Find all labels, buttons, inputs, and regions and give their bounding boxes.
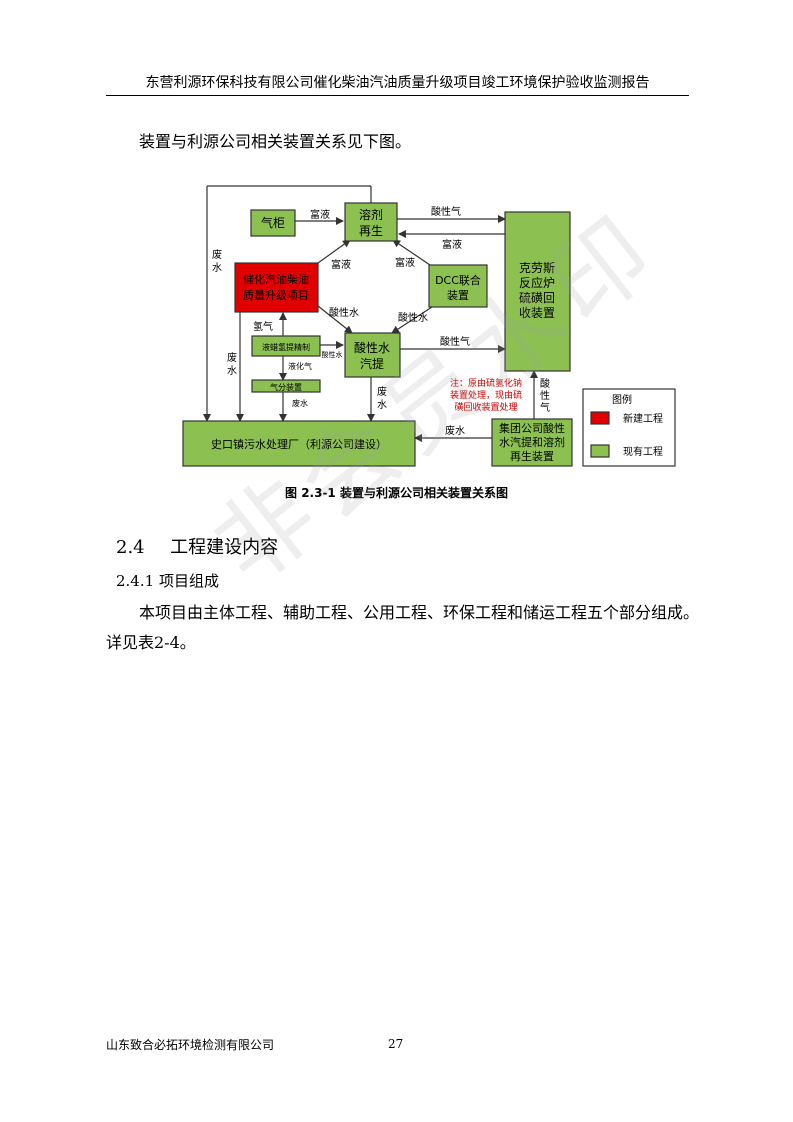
box-claus	[504, 211, 571, 372]
flow-acid-gas-mid: 酸性气	[440, 335, 470, 348]
flow-waste-water-outer-2: 水	[212, 262, 222, 274]
flow-waste-water-outer-1: 废	[212, 248, 222, 261]
page-number: 27	[388, 1037, 404, 1051]
new-project-label-2: 质量升级项目	[243, 289, 309, 302]
legend-swatch-existing	[590, 444, 610, 458]
group-unit-label-3: 再生装置	[510, 449, 554, 463]
flow-waste-water-group: 废水	[445, 424, 465, 437]
box-treatment-plant	[182, 420, 416, 467]
note-line-1: 注：原由硫氢化钠	[450, 377, 522, 389]
flow-sour-water-left: 酸性水	[329, 306, 359, 319]
solvent-regen-label-1: 溶剂	[359, 207, 383, 222]
box-sour-water	[344, 332, 401, 378]
flow-sour-water-right: 酸性水	[398, 311, 428, 324]
flow-waste-water-sour-2: 水	[377, 399, 387, 411]
legend-new-label: 新建工程	[623, 412, 663, 425]
group-unit-label-2: 水汽提和溶剂	[499, 435, 565, 449]
figure-caption: 图 2.3-1 装置与利源公司相关装置关系图	[285, 486, 508, 500]
box-solvent-regen	[344, 202, 398, 242]
claus-label-2: 反应炉	[519, 275, 555, 290]
gas-holder-label: 气柜	[261, 215, 285, 230]
page-header-title: 东营利源环保科技有限公司催化柴油汽油质量升级项目竣工环境保护验收监测报告	[145, 75, 650, 91]
intro-paragraph: 装置与利源公司相关装置关系见下图。	[139, 132, 412, 151]
body-line-2: 详见表2-4。	[106, 633, 196, 652]
hydrofine-label: 液蜡氢提精制	[262, 342, 310, 352]
flow-waste-water-new-1: 废	[227, 351, 237, 364]
body-line-1: 本项目由主体工程、辅助工程、公用工程、环保工程和储运工程五个部分组成。	[139, 603, 700, 622]
flow-waste-water-gas-fraction: 废水	[292, 398, 308, 408]
flow-liquefied-gas: 液化气	[288, 361, 312, 371]
box-new-project	[234, 262, 319, 313]
claus-label-3: 硫磺回	[519, 290, 555, 305]
section-title: 工程建设内容	[170, 537, 279, 558]
flow-sour-water-small: 酸性水	[322, 350, 343, 359]
flow-rich-liquid-claus: 富液	[442, 238, 462, 251]
legend-swatch-new	[590, 411, 610, 425]
flow-waste-water-sour-1: 废	[377, 385, 387, 398]
new-project-label-1: 催化汽油柴油	[243, 272, 309, 286]
subsection-title: 项目组成	[158, 572, 219, 590]
group-unit-label-1: 集团公司酸性	[499, 421, 565, 435]
box-hydrofine	[251, 335, 321, 357]
section-number: 2.4	[116, 537, 145, 558]
gas-fraction-label: 气分装置	[270, 382, 302, 392]
subsection-number: 2.4.1	[116, 572, 155, 590]
dcc-label-2: 装置	[447, 289, 469, 302]
flow-rich-liquid-right: 富液	[395, 256, 415, 269]
note-line-3: 磺回收装置处理	[454, 401, 517, 413]
solvent-regen-label-2: 再生	[359, 224, 383, 238]
treatment-plant-label: 史口镇污水处理厂（利源公司建设）	[211, 437, 387, 451]
box-gas-holder	[250, 209, 296, 237]
subsection-heading: 2.4.1 项目组成	[116, 570, 219, 591]
box-dcc	[428, 264, 488, 308]
claus-label-4: 收装置	[519, 306, 555, 320]
flow-acid-gas-group-3: 气	[540, 401, 550, 414]
legend-title: 图例	[612, 393, 632, 406]
section-heading: 2.4 工程建设内容	[116, 533, 278, 559]
box-group-unit	[491, 418, 573, 467]
sour-water-label-2: 汽提	[360, 356, 384, 371]
flow-acid-gas-top: 酸性气	[431, 205, 461, 218]
legend-existing-label: 现有工程	[623, 445, 663, 458]
flow-rich-liquid-left: 富液	[331, 258, 351, 271]
flow-hydrogen: 氢气	[253, 320, 273, 333]
box-gas-fraction	[251, 379, 321, 393]
flow-rich-liquid-gas-holder: 富液	[310, 208, 330, 221]
dcc-label-1: DCC联合	[435, 273, 481, 287]
note-line-2: 装置处理，现由硫	[450, 389, 522, 401]
sour-water-label-1: 酸性水	[354, 340, 390, 355]
flow-waste-water-new-2: 水	[227, 365, 237, 377]
flow-acid-gas-group-1: 酸	[540, 377, 550, 390]
relation-diagram: 气柜 溶剂 再生 催化汽油柴油 质量升级项目 DCC联合 装置 克劳斯 反应炉 …	[182, 185, 676, 467]
claus-label-1: 克劳斯	[519, 261, 555, 275]
flow-acid-gas-group-2: 性	[540, 389, 550, 402]
page-header-rule	[106, 95, 689, 96]
footer-company: 山东致合必拓环境检测有限公司	[106, 1038, 275, 1052]
